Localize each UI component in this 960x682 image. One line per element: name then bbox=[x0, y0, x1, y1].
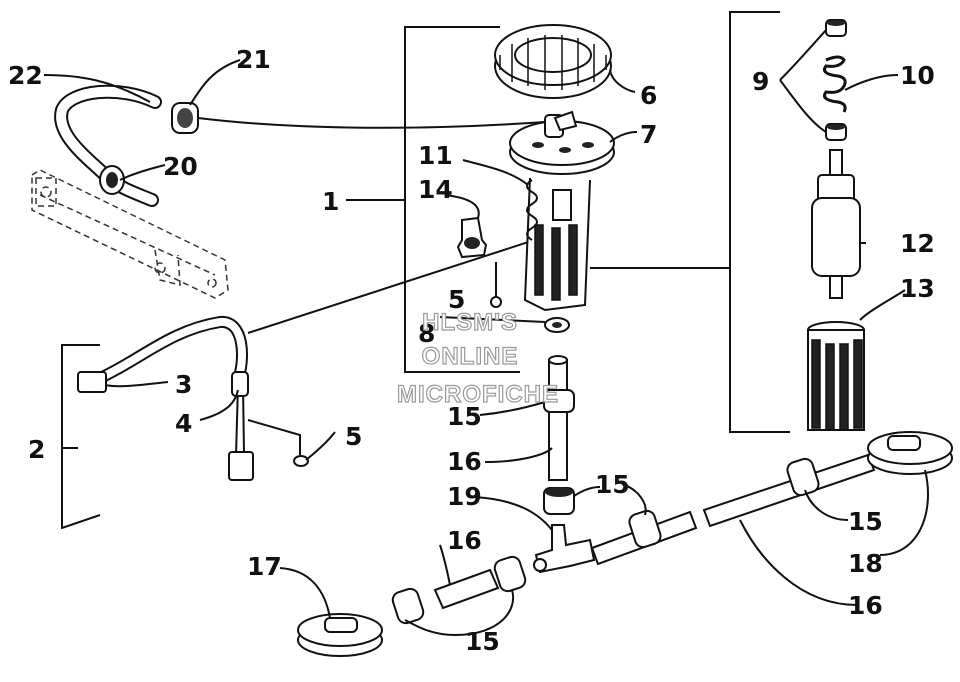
harness-link-line bbox=[247, 234, 551, 334]
callout-1: 1 bbox=[322, 187, 339, 216]
callout-9: 9 bbox=[752, 67, 769, 96]
callout-15-middle: 15 bbox=[595, 470, 630, 499]
callout-11: 11 bbox=[418, 141, 453, 170]
callout-10: 10 bbox=[900, 61, 935, 90]
callout-15-right: 15 bbox=[848, 507, 883, 536]
callout-20: 20 bbox=[163, 152, 198, 181]
grommet-14 bbox=[456, 216, 488, 259]
spring-10 bbox=[823, 55, 847, 113]
clamp-15-middle bbox=[543, 487, 575, 515]
group-bracket-right bbox=[729, 11, 790, 433]
callout-16-right: 16 bbox=[848, 591, 883, 620]
fuel-pump-12 bbox=[811, 149, 861, 299]
svg-text:ONLINE: ONLINE bbox=[422, 343, 519, 370]
clamp-15-lower-b bbox=[391, 587, 425, 625]
clamp-15-upper bbox=[543, 389, 575, 413]
lock-ring-6 bbox=[494, 24, 612, 99]
screw-5-upper bbox=[490, 262, 502, 308]
clamp-15-lower-a bbox=[493, 555, 527, 593]
callout-labels: 22 21 20 6 7 11 14 1 5 8 3 4 5 2 15 16 1… bbox=[8, 45, 935, 656]
pump-flange-7 bbox=[509, 110, 615, 175]
callout-19: 19 bbox=[447, 482, 482, 511]
tube-16-vertical bbox=[548, 355, 568, 481]
callout-21: 21 bbox=[236, 45, 271, 74]
pickup-cap-17 bbox=[297, 613, 383, 657]
filter-13 bbox=[807, 321, 865, 431]
callout-15-upper: 15 bbox=[447, 402, 482, 431]
clamp-15-right bbox=[786, 457, 820, 497]
tee-fitting-19 bbox=[533, 524, 596, 574]
watermark: HLSM'S ONLINE MICROFICHE bbox=[396, 308, 559, 408]
screw-5-lower bbox=[293, 455, 309, 467]
callout-8: 8 bbox=[418, 319, 435, 348]
callout-5-upper: 5 bbox=[448, 285, 465, 314]
callout-14: 14 bbox=[418, 175, 453, 204]
fitting-9-top bbox=[825, 19, 847, 37]
pump-assembly-11 bbox=[523, 177, 591, 312]
callout-15-lower: 15 bbox=[465, 627, 500, 656]
callout-7: 7 bbox=[640, 120, 657, 149]
callout-3: 3 bbox=[175, 370, 192, 399]
svg-text:HLSM'S: HLSM'S bbox=[422, 309, 518, 336]
clip-8 bbox=[544, 317, 570, 333]
callout-16-middle: 16 bbox=[447, 526, 482, 555]
frame-rail bbox=[31, 169, 229, 299]
callout-6: 6 bbox=[640, 81, 657, 110]
callout-16-upper: 16 bbox=[447, 447, 482, 476]
group-bracket-2 bbox=[61, 344, 101, 530]
callout-5-lower: 5 bbox=[345, 422, 362, 451]
wiring-harness-3-4 bbox=[77, 316, 301, 481]
fitting-9-bottom bbox=[825, 123, 847, 141]
hose-22 bbox=[54, 84, 162, 182]
clamp-15-middle-right bbox=[628, 509, 662, 549]
callout-4: 4 bbox=[175, 409, 192, 438]
callout-12: 12 bbox=[900, 229, 935, 258]
hose-16-lower-left bbox=[433, 568, 500, 610]
callout-22: 22 bbox=[8, 61, 43, 90]
callout-18: 18 bbox=[848, 549, 883, 578]
callout-2: 2 bbox=[28, 435, 45, 464]
callout-13: 13 bbox=[900, 274, 935, 303]
callout-17: 17 bbox=[247, 552, 282, 581]
pickup-cap-18 bbox=[867, 431, 953, 475]
leader-lines bbox=[43, 29, 929, 636]
svg-text:MICROFICHE: MICROFICHE bbox=[397, 381, 559, 408]
